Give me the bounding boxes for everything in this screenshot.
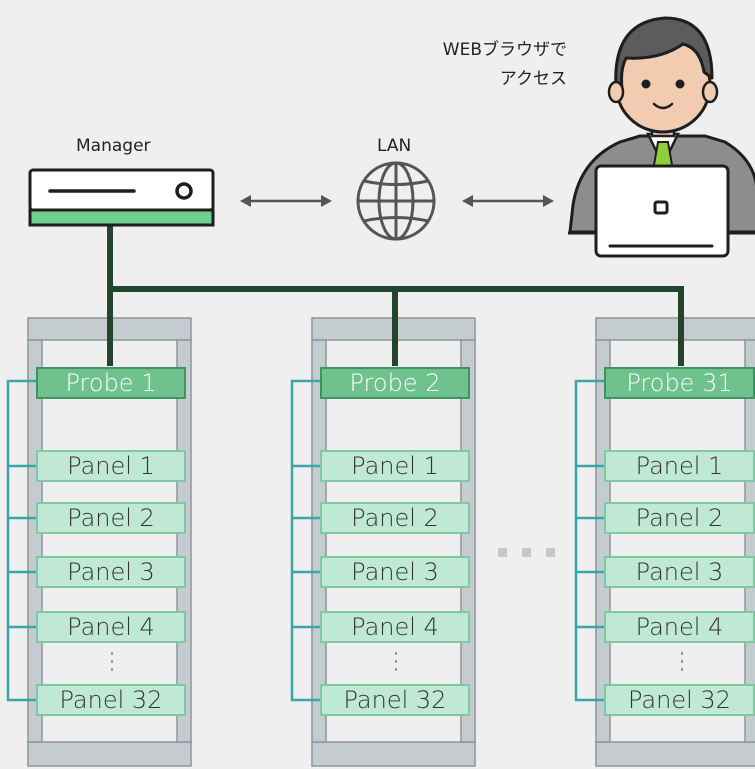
panel-box: Panel 4 bbox=[36, 611, 186, 643]
user-caption-line-1: WEBブラウザで bbox=[442, 40, 567, 60]
probe-box: Probe 1 bbox=[36, 367, 186, 399]
horizontal-ellipsis-dot bbox=[498, 548, 507, 557]
panel-box: Panel 32 bbox=[320, 684, 470, 716]
panel-box: Panel 4 bbox=[604, 611, 755, 643]
arrow-lan-user bbox=[462, 195, 554, 207]
panel-box: Panel 3 bbox=[36, 556, 186, 588]
panel-box: Panel 1 bbox=[604, 450, 755, 482]
vertical-ellipsis bbox=[395, 652, 397, 674]
panel-box: Panel 4 bbox=[320, 611, 470, 643]
panel-box: Panel 1 bbox=[320, 450, 470, 482]
globe-icon bbox=[356, 161, 436, 241]
panel-box: Panel 1 bbox=[36, 450, 186, 482]
user-caption-line-2: アクセス bbox=[499, 69, 567, 89]
vertical-ellipsis bbox=[681, 652, 683, 674]
vertical-ellipsis bbox=[111, 652, 113, 674]
panel-box: Panel 3 bbox=[320, 556, 470, 588]
panel-box: Panel 2 bbox=[36, 502, 186, 534]
bus-lines bbox=[6, 379, 604, 702]
panel-box: Panel 32 bbox=[36, 684, 186, 716]
manager-server-icon bbox=[28, 168, 215, 227]
lan-label: LAN bbox=[377, 136, 412, 156]
panel-box: Panel 32 bbox=[604, 684, 755, 716]
panel-box: Panel 2 bbox=[320, 502, 470, 534]
network-lines bbox=[107, 222, 684, 366]
panel-box: Panel 2 bbox=[604, 502, 755, 534]
horizontal-ellipsis-dot bbox=[546, 548, 555, 557]
arrow-manager-lan bbox=[240, 195, 332, 207]
manager-label: Manager bbox=[76, 136, 151, 156]
horizontal-ellipsis-dot bbox=[522, 548, 531, 557]
person-with-laptop-icon bbox=[568, 16, 755, 258]
probe-box: Probe 2 bbox=[320, 367, 470, 399]
probe-box: Probe 31 bbox=[604, 367, 755, 399]
panel-box: Panel 3 bbox=[604, 556, 755, 588]
